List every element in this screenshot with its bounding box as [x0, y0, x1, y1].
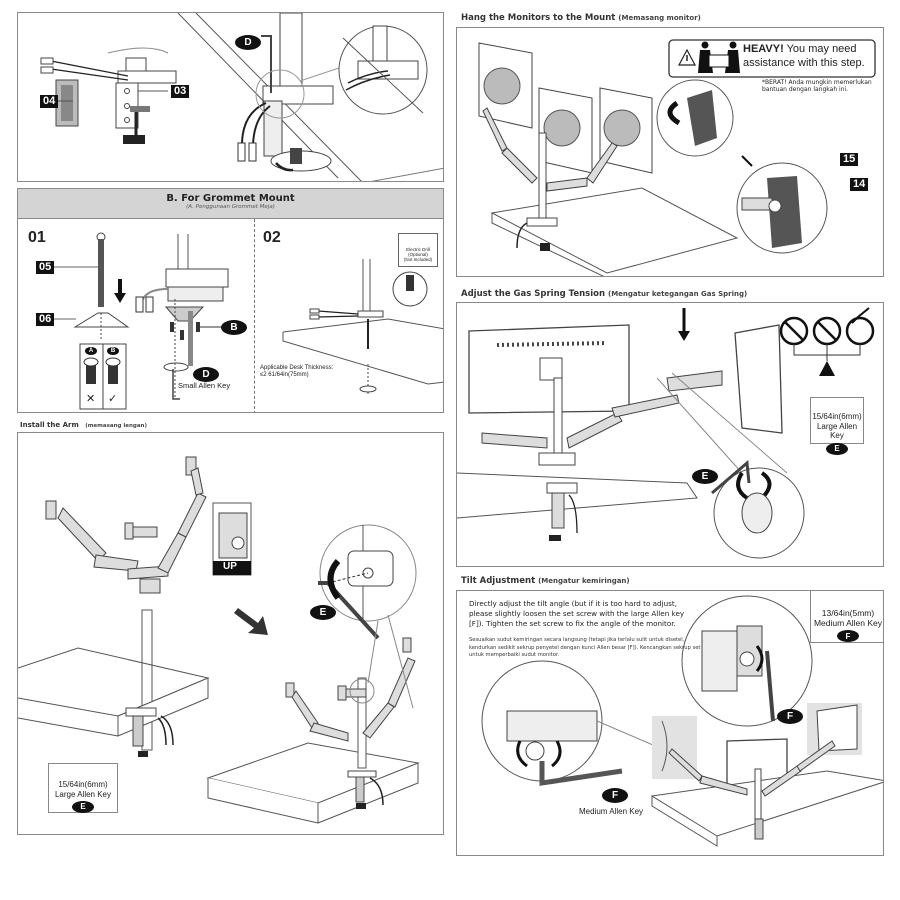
large-allen-key-box: 15/64in(6mm) Large Allen Key E: [810, 397, 864, 455]
grommet-subtitle: (A. Penggunaan Grommet Meja): [186, 204, 275, 210]
warning-line1: You may need: [783, 43, 857, 55]
install-arm-title: Install the Arm (memasang lengan): [20, 421, 147, 429]
tool-badge-d: D: [193, 367, 219, 382]
key-name: Large Allen Key: [816, 421, 858, 441]
step-divider: [254, 219, 255, 412]
grommet-title: B. For Grommet Mount: [166, 193, 295, 204]
large-allen-key-box: 15/64in(6mm) Large Allen Key E: [48, 763, 118, 814]
tilt-instruction-id: Sesuaikan sudut kemiringan secara langsu…: [469, 637, 701, 659]
screw-option-b-badge: B: [107, 347, 119, 355]
key-size: 15/64in(6mm): [58, 780, 108, 789]
hang-title-text: Hang the Monitors to the Mount: [461, 13, 616, 23]
key-size: 15/64in(6mm): [812, 412, 862, 421]
medium-allen-key-label: Medium Allen Key: [579, 807, 644, 816]
tilt-title-text: Tilt Adjustment: [461, 576, 536, 586]
install-arm-subtitle: (memasang lengan): [85, 423, 147, 429]
warning-note: *BERAT! Anda mungkin memerlukan bantuan …: [762, 79, 872, 93]
tool-badge-e: E: [310, 605, 336, 620]
gas-spring-title: Adjust the Gas Spring Tension (Mengatur …: [461, 289, 747, 299]
key-name: Medium Allen Key: [813, 618, 883, 629]
small-allen-key-label: Small Allen Key: [178, 381, 231, 390]
key-badge-e: E: [826, 442, 848, 455]
desk-thickness-label: Applicable Desk Thickness: ≤2 61/64in(75…: [260, 365, 333, 379]
screw-option-a-mark: ✕: [86, 393, 96, 405]
clamp-mount-panel: 04 03 D: [17, 12, 444, 182]
key-badge-e: E: [72, 801, 94, 814]
part-label-15: 15: [840, 153, 859, 166]
grommet-header: B. For Grommet Mount (A. Penggunaan Grom…: [18, 189, 443, 219]
part-label-03: 03: [171, 85, 190, 98]
part-label-05: 05: [36, 261, 55, 274]
install-arm-title-text: Install the Arm: [20, 421, 79, 429]
desk-thickness-title: Applicable Desk Thickness:: [260, 365, 334, 371]
part-label-04: 04: [40, 95, 59, 108]
key-badge-f: F: [837, 630, 859, 643]
hang-monitors-title: Hang the Monitors to the Mount (Memasang…: [461, 13, 701, 23]
drill-label-line3: (Not Included): [403, 256, 433, 262]
grommet-mount-panel: B. For Grommet Mount (A. Penggunaan Grom…: [17, 188, 444, 413]
tool-badge-f: F: [777, 709, 803, 724]
screw-badge-b: B: [221, 320, 247, 335]
tilt-adjustment-title: Tilt Adjustment (Mengatur kemiringan): [461, 576, 630, 586]
heavy-label: HEAVY!: [743, 43, 784, 55]
medium-allen-key-box: 13/64in(5mm) Medium Allen Key F: [810, 591, 883, 643]
hang-subtitle: (Memasang monitor): [618, 14, 701, 22]
clamp-mount-illustration: [40, 13, 443, 181]
tool-badge-d: D: [235, 35, 261, 50]
tilt-instruction-en: Directly adjust the tilt angle (but if i…: [469, 599, 685, 629]
tool-badge-e: E: [692, 469, 718, 484]
part-label-06: 06: [36, 313, 55, 326]
electric-drill-box: Electric Drill (Optional) (Not Included): [398, 233, 438, 267]
install-arm-illustration: [18, 456, 420, 824]
hang-monitors-panel: HEAVY! You may need assistance with this…: [456, 27, 884, 277]
step-number-02: 02: [263, 229, 281, 246]
grommet-illustration: [53, 232, 443, 410]
screw-option-a-badge: A: [85, 347, 97, 355]
tilt-subtitle: (Mengatur kemiringan): [538, 577, 630, 585]
install-arm-panel: UP E 15/64in(6mm) Large Allen Key E: [17, 432, 444, 835]
screw-option-b-mark: ✓: [108, 393, 118, 405]
warning-line2: assistance with this step.: [743, 56, 865, 69]
desk-thickness-value: ≤2 61/64in(75mm): [260, 371, 309, 378]
drill-label-line1: Electric Drill: [406, 247, 430, 252]
part-label-14: 14: [850, 178, 869, 191]
gas-spring-panel: E 15/64in(6mm) Large Allen Key E: [456, 302, 884, 567]
bottom-tool-badge-f: F: [602, 788, 628, 803]
drill-label-line2: (Optional): [408, 251, 428, 257]
step-number-01: 01: [28, 229, 46, 246]
heavy-warning-text: HEAVY! You may need assistance with this…: [743, 43, 865, 71]
gas-spring-title-text: Adjust the Gas Spring Tension: [461, 289, 606, 299]
tilt-adjustment-illustration: [481, 595, 883, 847]
gas-spring-illustration: [457, 307, 875, 559]
gas-spring-subtitle: (Mengatur ketegangan Gas Spring): [608, 290, 748, 298]
tilt-adjustment-panel: Directly adjust the tilt angle (but if i…: [456, 590, 884, 856]
hang-monitors-illustration: [478, 39, 876, 276]
key-name: Large Allen Key: [54, 789, 112, 799]
key-size: 13/64in(5mm): [821, 608, 875, 618]
up-label: UP: [223, 561, 237, 572]
